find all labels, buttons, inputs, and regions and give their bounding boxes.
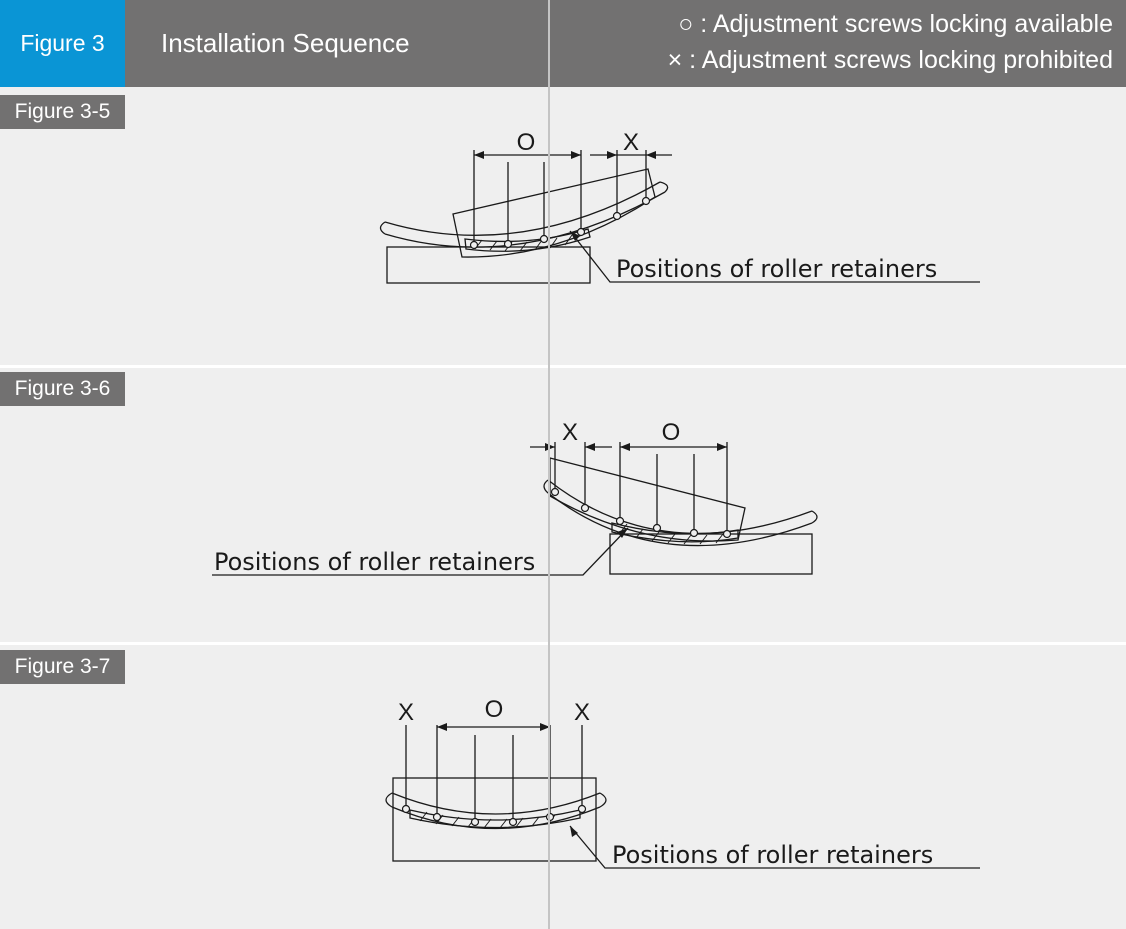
figure-title: Installation Sequence: [161, 28, 410, 58]
legend: ○ : Adjustment screws locking available …: [668, 6, 1113, 78]
rail-outer: [384, 181, 661, 236]
legend-prohibited-text: Adjustment screws locking prohibited: [701, 46, 1113, 74]
circle-symbol-icon: ○: [678, 10, 694, 38]
panel-tag: Figure 3-7: [0, 650, 125, 684]
panel-3-6: Figure 3-6: [0, 368, 1126, 642]
rail-inner: [384, 191, 666, 248]
mark-left: O: [517, 129, 536, 156]
leader-line: [212, 527, 629, 576]
leader-line: [569, 825, 980, 869]
panel-3-7: Figure 3-7: [0, 645, 1126, 929]
carriage-block: [452, 168, 656, 258]
mark-left: X: [562, 419, 578, 446]
base-block: [609, 533, 813, 575]
carriage-block: [549, 457, 746, 542]
diagram-3-5: O X Positions of roller retainers: [379, 129, 980, 284]
legend-sep: :: [693, 10, 713, 38]
caption: Positions of roller retainers: [214, 548, 535, 576]
panel-separator: [0, 642, 1126, 645]
caption: Positions of roller retainers: [612, 841, 933, 869]
diagram-3-7: X O X Positions of roller retainers: [385, 696, 980, 869]
mark-right: X: [574, 699, 590, 726]
leader-line: [569, 230, 980, 283]
panel-3-5: Figure 3-5: [0, 87, 1126, 365]
rail-outer: [547, 479, 813, 535]
cross-symbol-icon: ×: [667, 46, 683, 74]
mark-center: O: [485, 696, 504, 723]
rail-inner: [547, 492, 813, 547]
panel-separator: [0, 365, 1126, 368]
caption: Positions of roller retainers: [616, 255, 937, 283]
header-bar: Figure 3 Installation Sequence ○ : Adjus…: [0, 0, 1126, 87]
legend-available: ○ : Adjustment screws locking available: [668, 6, 1113, 42]
panel-tag: Figure 3-6: [0, 372, 125, 406]
mark-left: X: [398, 699, 414, 726]
rail-inner: [391, 806, 601, 830]
mark-right: X: [623, 129, 639, 156]
panel-tag: Figure 3-5: [0, 95, 125, 129]
rail-outer: [391, 792, 601, 815]
mark-right: O: [662, 419, 681, 446]
legend-sep: :: [682, 46, 702, 74]
legend-available-text: Adjustment screws locking available: [712, 10, 1113, 38]
diagram-3-6: X O Positions of roller retainers: [212, 419, 818, 576]
carriage-block: [392, 777, 597, 862]
roller-retainer: [409, 809, 581, 829]
base-block: [386, 246, 591, 284]
figure-label: Figure 3: [0, 0, 125, 87]
divider-line: [548, 0, 550, 929]
legend-prohibited: × : Adjustment screws locking prohibited: [668, 42, 1113, 78]
